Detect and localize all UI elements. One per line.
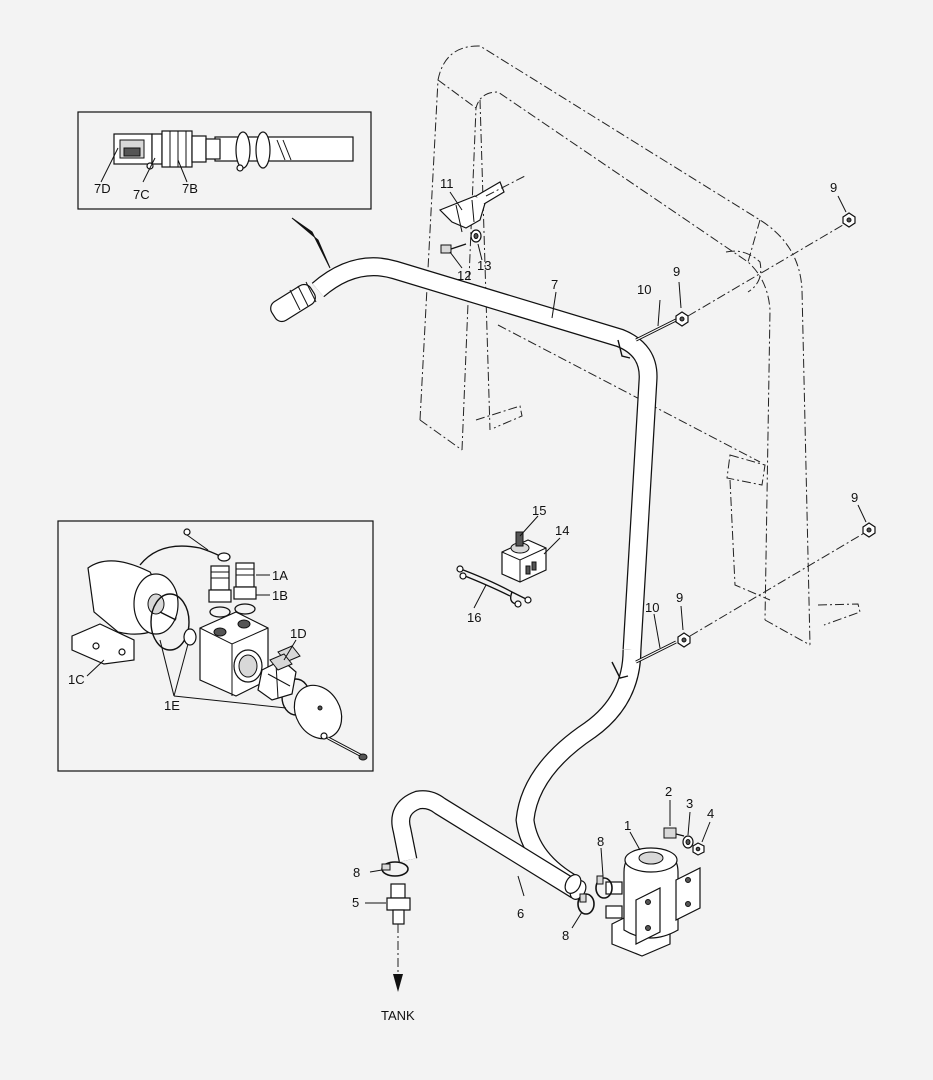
label-13: 13 [477,258,491,273]
label-12: 12 [457,268,471,283]
rollbar-frame [419,45,861,646]
tank-label: TANK [381,1008,415,1023]
inset-coupler [77,111,372,210]
label-1c: 1C [68,672,85,687]
pump-assembly-1 [605,831,701,957]
label-8-pump-lower: 8 [562,928,569,943]
clamp-8-pump-lower [571,893,595,929]
label-16: 16 [467,610,481,625]
washer-3 [682,811,694,849]
label-3: 3 [686,796,693,811]
inset-pointer-arrow [291,217,331,269]
bracket-11-group [438,175,526,269]
bolt-10-upper [635,221,849,342]
bolt-2 [663,800,685,839]
label-9-a: 9 [673,264,680,279]
label-1d: 1D [290,626,307,641]
wire-harness [456,565,532,609]
label-1a: 1A [272,568,288,583]
label-1: 1 [624,818,631,833]
label-7b: 7B [182,181,198,196]
label-7c: 7C [133,187,150,202]
label-15: 15 [532,503,546,518]
label-10-lower: 10 [645,600,659,615]
nut-9-a [675,281,689,327]
label-5: 5 [352,895,359,910]
clamp-8-pump-upper [595,847,613,899]
nut-4 [692,821,711,856]
label-9-d: 9 [851,490,858,505]
label-7d: 7D [94,181,111,196]
nut-9-b [837,195,856,228]
label-14: 14 [555,523,569,538]
label-10-upper: 10 [637,282,651,297]
hose-7 [270,257,658,894]
toggle-switch [501,515,561,583]
label-11: 11 [440,176,454,191]
label-1b: 1B [272,588,288,603]
inset-pump [57,520,374,772]
label-6: 6 [517,906,524,921]
bolt-10-lower [635,531,867,664]
part-7b [161,130,193,168]
nut-9-c [677,605,691,648]
label-8-pump-upper: 8 [597,834,604,849]
label-9-b: 9 [830,180,837,195]
clamp-8-tank [369,861,409,877]
label-7: 7 [551,277,558,292]
label-1e: 1E [164,698,180,713]
label-9-c: 9 [676,590,683,605]
nut-9-d [857,504,876,538]
label-2: 2 [665,784,672,799]
label-4: 4 [707,806,714,821]
label-8-tank: 8 [353,865,360,880]
fitting-5 [365,883,411,925]
tank-arrow [393,924,403,992]
hose-6 [391,790,587,900]
